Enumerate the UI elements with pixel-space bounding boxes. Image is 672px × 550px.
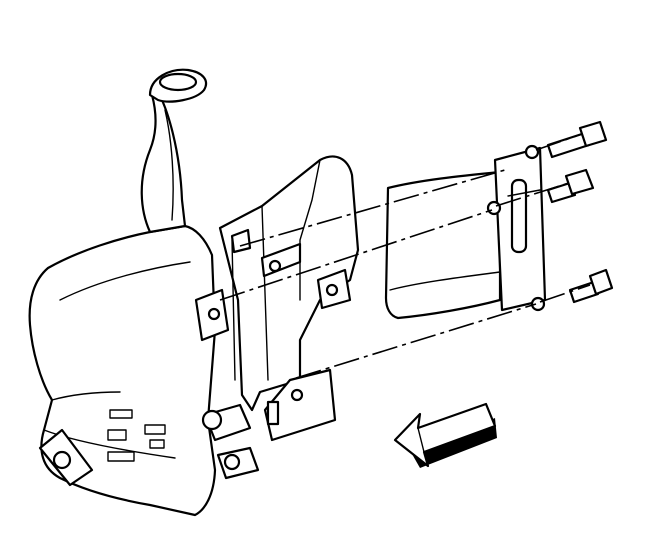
bolt-1 [546, 120, 608, 159]
washer-fluid-reservoir [28, 224, 260, 517]
reservoir-cover-plate [384, 144, 547, 320]
front-arrow-icon [393, 402, 497, 468]
filler-neck-cap [140, 68, 208, 234]
bolt-2 [546, 168, 595, 204]
bolt-3 [568, 268, 614, 304]
molded-markings [107, 409, 166, 462]
alignment-lines [219, 133, 591, 379]
mounting-bracket [194, 155, 360, 442]
